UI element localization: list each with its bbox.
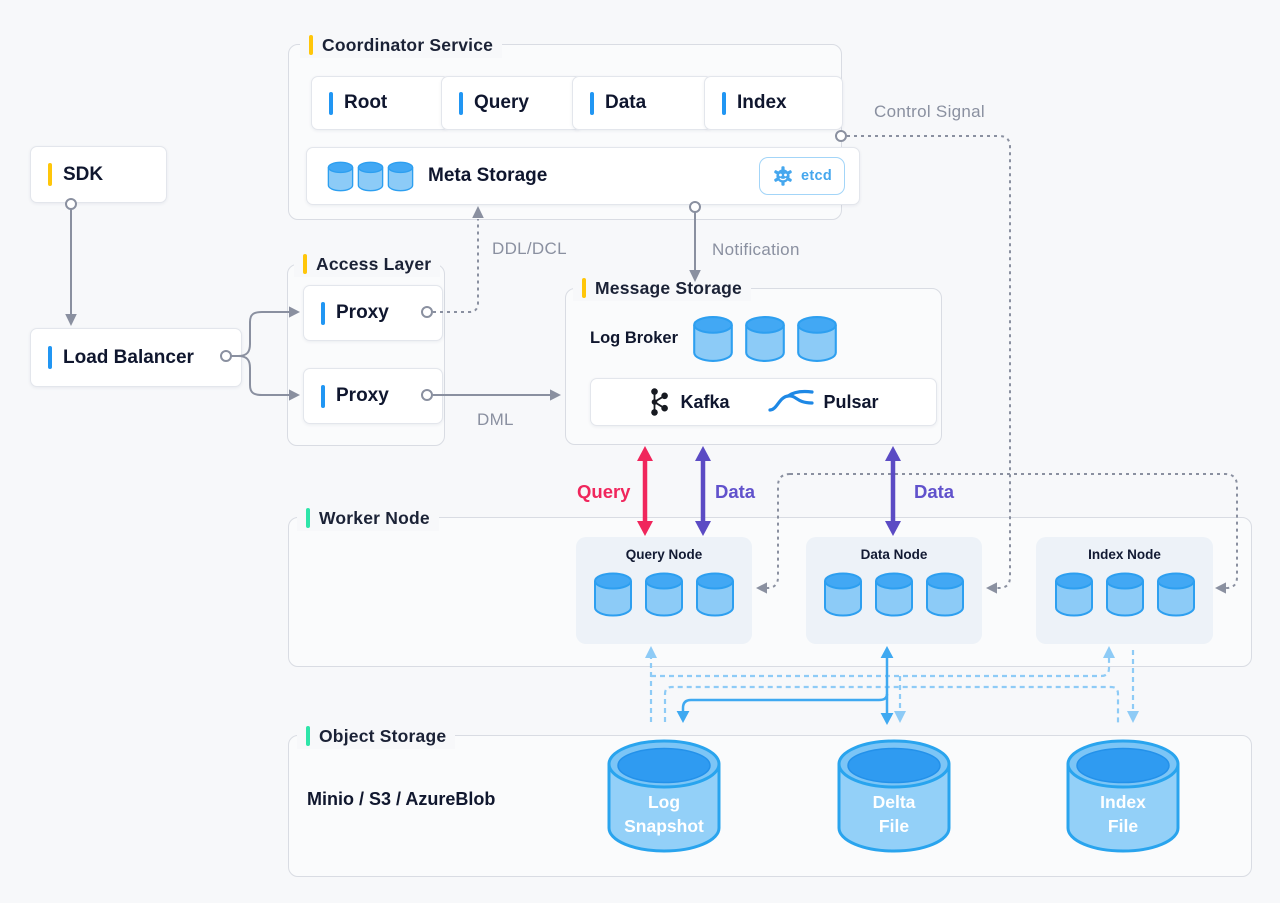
database-cylinder-icon	[824, 572, 862, 617]
database-cylinder-icon	[357, 161, 384, 191]
providers-label: Minio / S3 / AzureBlob	[307, 789, 496, 809]
data-node-panel: Data Node	[806, 537, 982, 644]
index-node-cylinders-icon	[1036, 571, 1213, 618]
data-node-label: Data Node	[860, 547, 928, 562]
notification-label: Notification	[712, 240, 800, 259]
meta-storage-label: Meta Storage	[428, 165, 548, 186]
etcd-label: etcd	[800, 168, 832, 184]
database-cylinder-icon	[696, 572, 734, 617]
query-coord-label: Query	[474, 92, 529, 113]
accent-bar	[309, 35, 313, 55]
pulsar-label: Pulsar	[823, 391, 879, 412]
ddl-dcl-label: DDL/DCL	[492, 239, 567, 258]
index-coord-label: Index	[737, 92, 787, 113]
database-cylinder-icon	[387, 161, 414, 191]
kafka-icon	[651, 388, 669, 416]
proxy-1-label: Proxy	[336, 302, 389, 323]
accent-bar	[459, 91, 463, 115]
accent-bar	[303, 254, 307, 274]
etcd-badge: etcd	[758, 157, 845, 195]
data-node-cylinders-icon	[806, 571, 982, 618]
query-node-cylinders-icon	[576, 571, 752, 618]
log-broker-engines-panel: Kafka Pulsar	[590, 378, 937, 426]
message-storage-title: Message Storage	[573, 275, 751, 301]
proxy-node-2: Proxy	[303, 368, 443, 424]
load-arrowhead-delta-file	[894, 711, 906, 723]
query-node-panel: Query Node	[576, 537, 752, 644]
load-balancer-node: Load Balancer	[30, 328, 242, 387]
database-cylinder-icon	[645, 572, 683, 617]
sdk-label: SDK	[63, 163, 104, 185]
flush-arrowhead-delta-file	[880, 713, 894, 725]
query-flow-label: Query	[577, 481, 631, 502]
database-cylinder-icon	[745, 316, 785, 362]
index-file-label: Index File	[1100, 792, 1146, 836]
root-coord-label: Root	[344, 92, 388, 113]
data-coord-node: Data	[572, 76, 712, 130]
log-broker-cylinders-icon	[690, 315, 840, 363]
object-storage-title: Object Storage	[297, 723, 456, 749]
index-file-cylinder: Index File	[1065, 737, 1181, 859]
log-snapshot-cylinder: Log Snapshot	[606, 737, 722, 859]
pulsar-icon	[767, 389, 814, 412]
meta-storage-node: Meta Storage etcd	[306, 147, 860, 205]
delta-file-label: Delta File	[872, 792, 916, 836]
accent-bar	[306, 508, 310, 528]
worker-node-title: Worker Node	[297, 505, 439, 531]
coordinator-title: Coordinator Service	[300, 32, 503, 58]
accent-bar	[590, 91, 594, 115]
database-cylinder-icon	[1054, 572, 1093, 617]
query-node-label: Query Node	[625, 547, 703, 562]
database-cylinder-icon	[594, 572, 632, 617]
index-node-panel: Index Node	[1036, 537, 1213, 644]
accent-bar	[722, 91, 726, 115]
kafka-label: Kafka	[680, 391, 730, 412]
access-layer-title-text: Access Layer	[316, 253, 432, 274]
edge-sdk-to-load-balancer	[65, 209, 77, 326]
database-cylinder-icon	[926, 572, 964, 617]
etcd-logo-icon	[774, 166, 792, 186]
data-ingest-flow-label: Data	[715, 481, 756, 502]
query-coord-node: Query	[441, 76, 582, 130]
meta-storage-cylinders-icon	[327, 161, 414, 192]
message-storage-title-text: Message Storage	[595, 277, 742, 298]
database-cylinder-icon	[797, 316, 837, 362]
accent-bar	[329, 91, 333, 115]
database-cylinder-icon	[1105, 572, 1144, 617]
data-coord-label: Data	[605, 92, 647, 113]
log-broker-label: Log Broker	[590, 329, 679, 347]
index-node-label: Index Node	[1088, 547, 1161, 562]
accent-bar	[582, 278, 586, 298]
root-coord-node: Root	[311, 76, 449, 130]
edge-dml	[433, 389, 561, 401]
accent-bar	[321, 301, 325, 325]
proxy-node-1: Proxy	[303, 285, 443, 341]
object-storage-title-text: Object Storage	[319, 725, 447, 746]
index-coord-node: Index	[704, 76, 843, 130]
flush-arrowhead-log-snapshot	[676, 711, 690, 723]
worker-node-title-text: Worker Node	[319, 507, 430, 528]
access-layer-title: Access Layer	[294, 251, 441, 277]
coordinator-title-text: Coordinator Service	[322, 34, 494, 55]
dml-label: DML	[477, 410, 514, 429]
accent-bar	[48, 163, 52, 186]
write-arrowhead-index-file	[1127, 711, 1139, 723]
database-cylinder-icon	[327, 161, 354, 191]
database-cylinder-icon	[1156, 572, 1195, 617]
accent-bar	[48, 346, 52, 369]
delta-file-cylinder: Delta File	[836, 737, 952, 859]
control-signal-label: Control Signal	[874, 102, 985, 121]
log-snapshot-label: Log Snapshot	[624, 792, 704, 836]
sdk-node: SDK	[30, 146, 167, 203]
data-sync-flow-label: Data	[914, 481, 955, 502]
proxy-2-label: Proxy	[336, 385, 389, 406]
accent-bar	[321, 384, 325, 408]
accent-bar	[306, 726, 310, 746]
load-balancer-label: Load Balancer	[63, 346, 194, 368]
edge-notification	[689, 212, 701, 282]
database-cylinder-icon	[693, 316, 733, 362]
database-cylinder-icon	[875, 572, 913, 617]
